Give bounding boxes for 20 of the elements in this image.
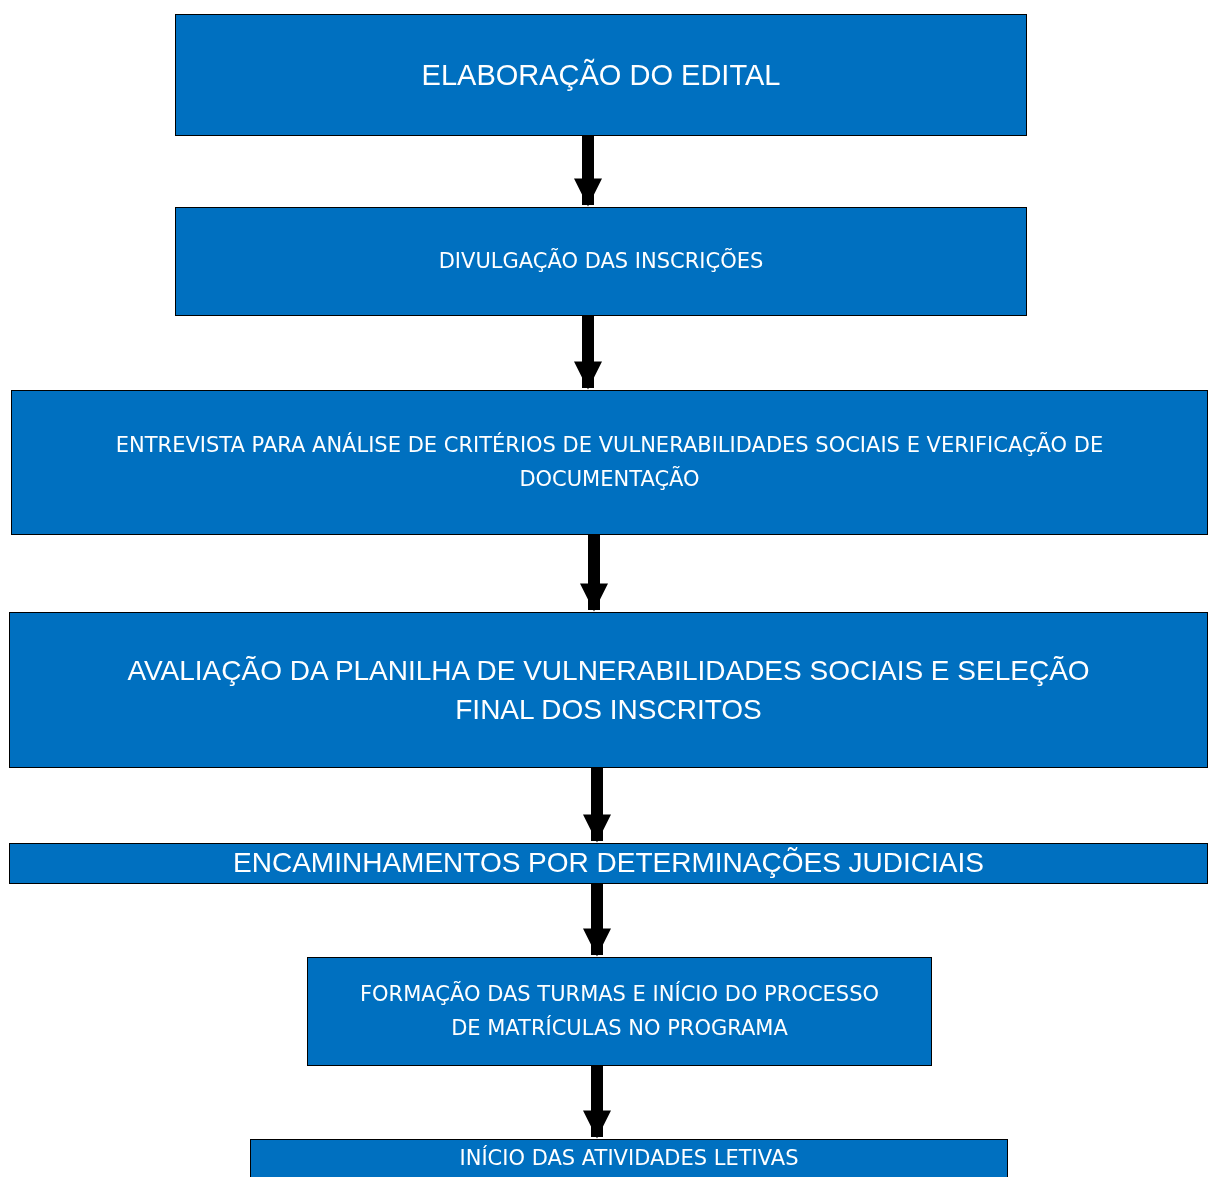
process-box [307, 957, 932, 1066]
process-box [175, 14, 1027, 136]
process-box [175, 207, 1027, 316]
arrow [583, 884, 611, 957]
process-box [250, 1139, 1008, 1177]
process-box [9, 612, 1208, 768]
box-text: AVALIAÇÃO DA PLANILHA DE VULNERABILIDADES SOCIAIS E SELEÇÃO FINAL DOS INSCRITOS [126, 653, 1091, 727]
box-text: ELABORAÇÃO DO EDITAL [421, 57, 781, 93]
box-text: ENTREVISTA PARA ANÁLISE DE CRITÉRIOS DE VULNERABILIDADES SOCIAIS E VERIFICAÇÃO DE DOCUMENTAÇÃO [114, 431, 1105, 493]
arrow [574, 316, 602, 390]
arrow [583, 1066, 611, 1139]
process-box [9, 843, 1208, 884]
process-box [11, 390, 1208, 535]
box-text: ENCAMINHAMENTOS POR DETERMINAÇÕES JUDICIAIS [233, 848, 984, 879]
box-text: DIVULGAÇÃO DAS INSCRIÇÕES [438, 248, 764, 275]
arrow [574, 136, 602, 207]
arrow [583, 768, 611, 843]
box-text: FORMAÇÃO DAS TURMAS E INÍCIO DO PROCESSO DE MATRÍCULAS NO PROGRAMA [359, 980, 880, 1042]
arrow [580, 535, 608, 612]
box-text: INÍCIO DAS ATIVIDADES LETIVAS [459, 1146, 799, 1172]
